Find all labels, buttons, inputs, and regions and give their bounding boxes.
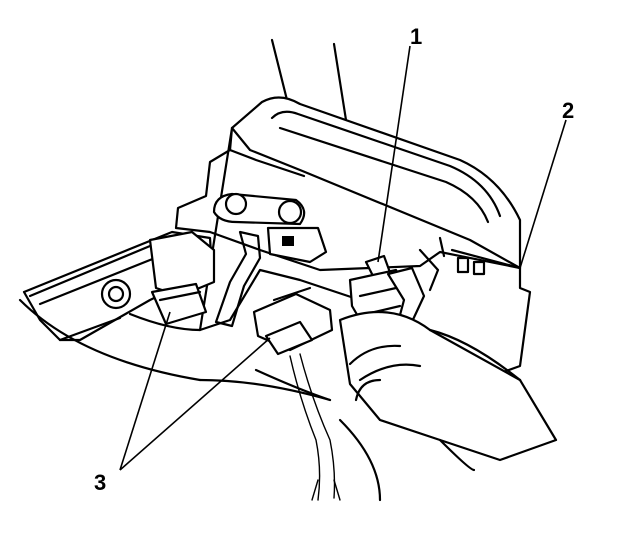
cylinder-body (338, 310, 558, 462)
callout-2: 2 (562, 98, 574, 123)
pedal-assembly (230, 38, 522, 270)
callout-3: 3 (94, 470, 106, 495)
callout-1: 1 (410, 24, 422, 49)
lever-arm (212, 192, 328, 328)
middle-connector (252, 286, 341, 501)
lower-contour (18, 298, 476, 502)
left-sensor-connector (128, 230, 216, 332)
callout-leaders (119, 45, 567, 471)
